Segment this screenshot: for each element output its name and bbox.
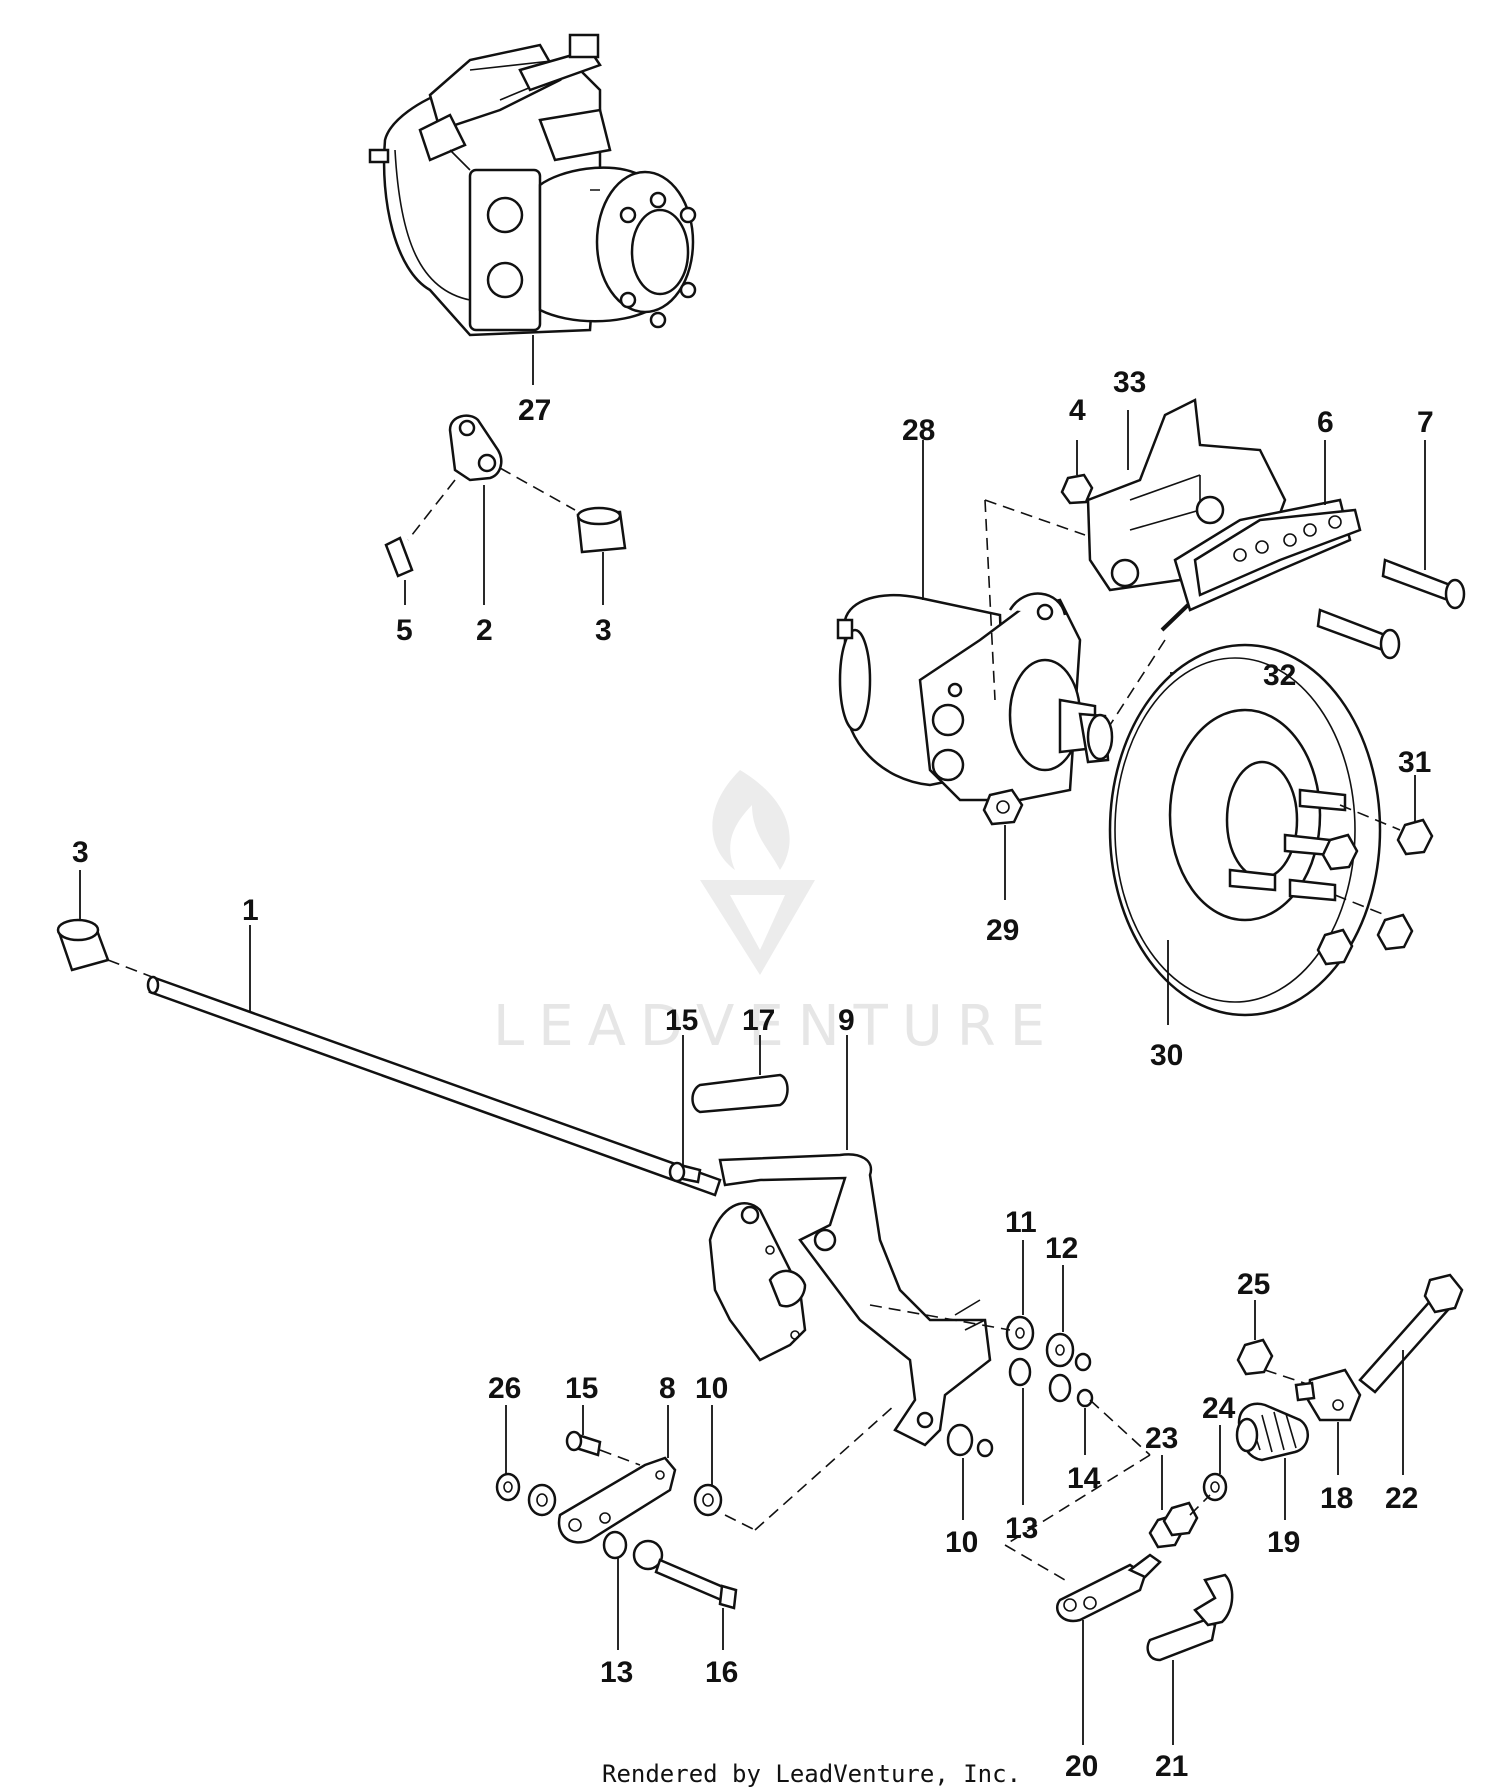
dash-15-8 (599, 1449, 641, 1466)
callout-18: 18 (1320, 1482, 1353, 1515)
part-18-clevis-block (1294, 1368, 1362, 1422)
callout-10-lower: 10 (945, 1526, 978, 1559)
part-10-washer-upper (693, 1483, 723, 1517)
callout-26: 26 (488, 1372, 521, 1405)
part-31-lug-nuts (1316, 818, 1434, 966)
part-25-nut (1236, 1338, 1274, 1376)
part-2-bracket (448, 414, 503, 482)
dash-9-10 (754, 1404, 896, 1531)
part-28-hydraulic-motor (836, 592, 1114, 802)
callout-30: 30 (1150, 1039, 1183, 1072)
part-15-bolt-lower (565, 1430, 602, 1457)
part-14-nut (1048, 1373, 1094, 1408)
callout-13-lower: 13 (600, 1656, 633, 1689)
callout-17: 17 (742, 1004, 775, 1037)
dash-10-9 (724, 1514, 756, 1531)
part-24-washer (1202, 1472, 1228, 1502)
callout-1: 1 (242, 894, 259, 927)
footer-credit: Rendered by LeadVenture, Inc. (602, 1760, 1021, 1788)
callout-8: 8 (659, 1372, 676, 1405)
part-3-bushing-upper (576, 506, 627, 554)
callout-7: 7 (1417, 406, 1434, 439)
callout-13-upper: 13 (1005, 1512, 1038, 1545)
dash-32 (1109, 639, 1166, 726)
part-29-nut (982, 788, 1024, 826)
callout-11: 11 (1005, 1206, 1037, 1239)
pedal-bracket (708, 1202, 807, 1362)
part-17-pad (691, 1073, 789, 1114)
part-6-brake-pads (1173, 498, 1362, 612)
callout-15-lower: 15 (565, 1372, 598, 1405)
dash-20-21 (1004, 1544, 1066, 1581)
callout-9: 9 (838, 1004, 855, 1037)
callout-labels: 27 33 4 6 7 28 5 2 3 32 31 3 1 29 30 15 … (72, 366, 1434, 1783)
callout-31: 31 (1398, 746, 1431, 779)
part-11-washer (1005, 1315, 1035, 1351)
dash-30-b (1334, 894, 1386, 916)
part-26-nut (495, 1472, 521, 1502)
callout-21: 21 (1155, 1750, 1188, 1783)
part-27-wheel-motor-assembly (368, 33, 697, 337)
part-32-cotter-pin (1160, 603, 1190, 632)
callout-4: 4 (1069, 394, 1086, 427)
watermark-v-icon (700, 880, 815, 975)
dash-25-18 (1264, 1369, 1311, 1386)
dash-28-33 (984, 499, 1086, 536)
callout-22: 22 (1385, 1482, 1418, 1515)
callout-12: 12 (1045, 1232, 1078, 1265)
dash-28-bracket (984, 499, 996, 701)
part-22-threaded-rod (1358, 1273, 1464, 1394)
callout-27: 27 (518, 394, 551, 427)
part-4-nut (1060, 473, 1094, 505)
callout-20: 20 (1065, 1750, 1098, 1783)
part-15-bolt-upper (668, 1161, 702, 1184)
dash-9-23 (1089, 1399, 1151, 1456)
part-13-ring-lower (602, 1530, 628, 1560)
part-19-spring (1235, 1402, 1309, 1462)
part-12-washer (1045, 1332, 1092, 1372)
part-21-pin (1146, 1573, 1234, 1662)
callout-6: 6 (1317, 406, 1334, 439)
part-16-bolt (632, 1539, 738, 1610)
callout-23: 23 (1145, 1422, 1178, 1455)
watermark-text: LEADVENTURE (493, 994, 1059, 1059)
callout-3-upper: 3 (595, 614, 612, 647)
callout-5: 5 (396, 614, 413, 647)
callout-19: 19 (1267, 1526, 1300, 1559)
part-30-brake-rotor (1108, 643, 1382, 1017)
callout-33: 33 (1113, 366, 1146, 399)
part-8-lever (557, 1456, 677, 1544)
part-13-ring-upper (1008, 1357, 1032, 1387)
part-20-clevis (1055, 1553, 1162, 1623)
part-23-jam-nuts (1148, 1501, 1199, 1549)
callout-29: 29 (986, 914, 1019, 947)
callout-10-upper: 10 (695, 1372, 728, 1405)
callout-3-left: 3 (72, 836, 89, 869)
dash-2-5 (407, 479, 456, 541)
dash-23-20 (1004, 1454, 1151, 1546)
callout-15-upper: 15 (665, 1004, 698, 1037)
part-3-bushing-left (56, 918, 110, 972)
watermark-flame-icon (712, 770, 790, 870)
callout-24: 24 (1202, 1392, 1236, 1425)
dash-2-3 (499, 467, 576, 511)
callout-25: 25 (1237, 1268, 1270, 1301)
dash-23-24 (1189, 1494, 1211, 1516)
part-9-pedal-arm (718, 1153, 992, 1447)
watermark: LEADVENTURE (493, 770, 1059, 1059)
callout-14: 14 (1067, 1462, 1101, 1495)
callout-28: 28 (902, 414, 935, 447)
part-7-bolt (1316, 558, 1466, 660)
part-washer-lower-left (527, 1483, 557, 1517)
part-5-pin (384, 536, 414, 578)
part-10-washer-lower (946, 1423, 994, 1458)
callout-2: 2 (476, 614, 493, 647)
callout-16: 16 (705, 1656, 738, 1689)
dash-30-a (1339, 804, 1401, 831)
callout-32: 32 (1263, 659, 1296, 692)
dash-10-11 (869, 1304, 1011, 1331)
part-1-shaft (146, 975, 722, 1197)
